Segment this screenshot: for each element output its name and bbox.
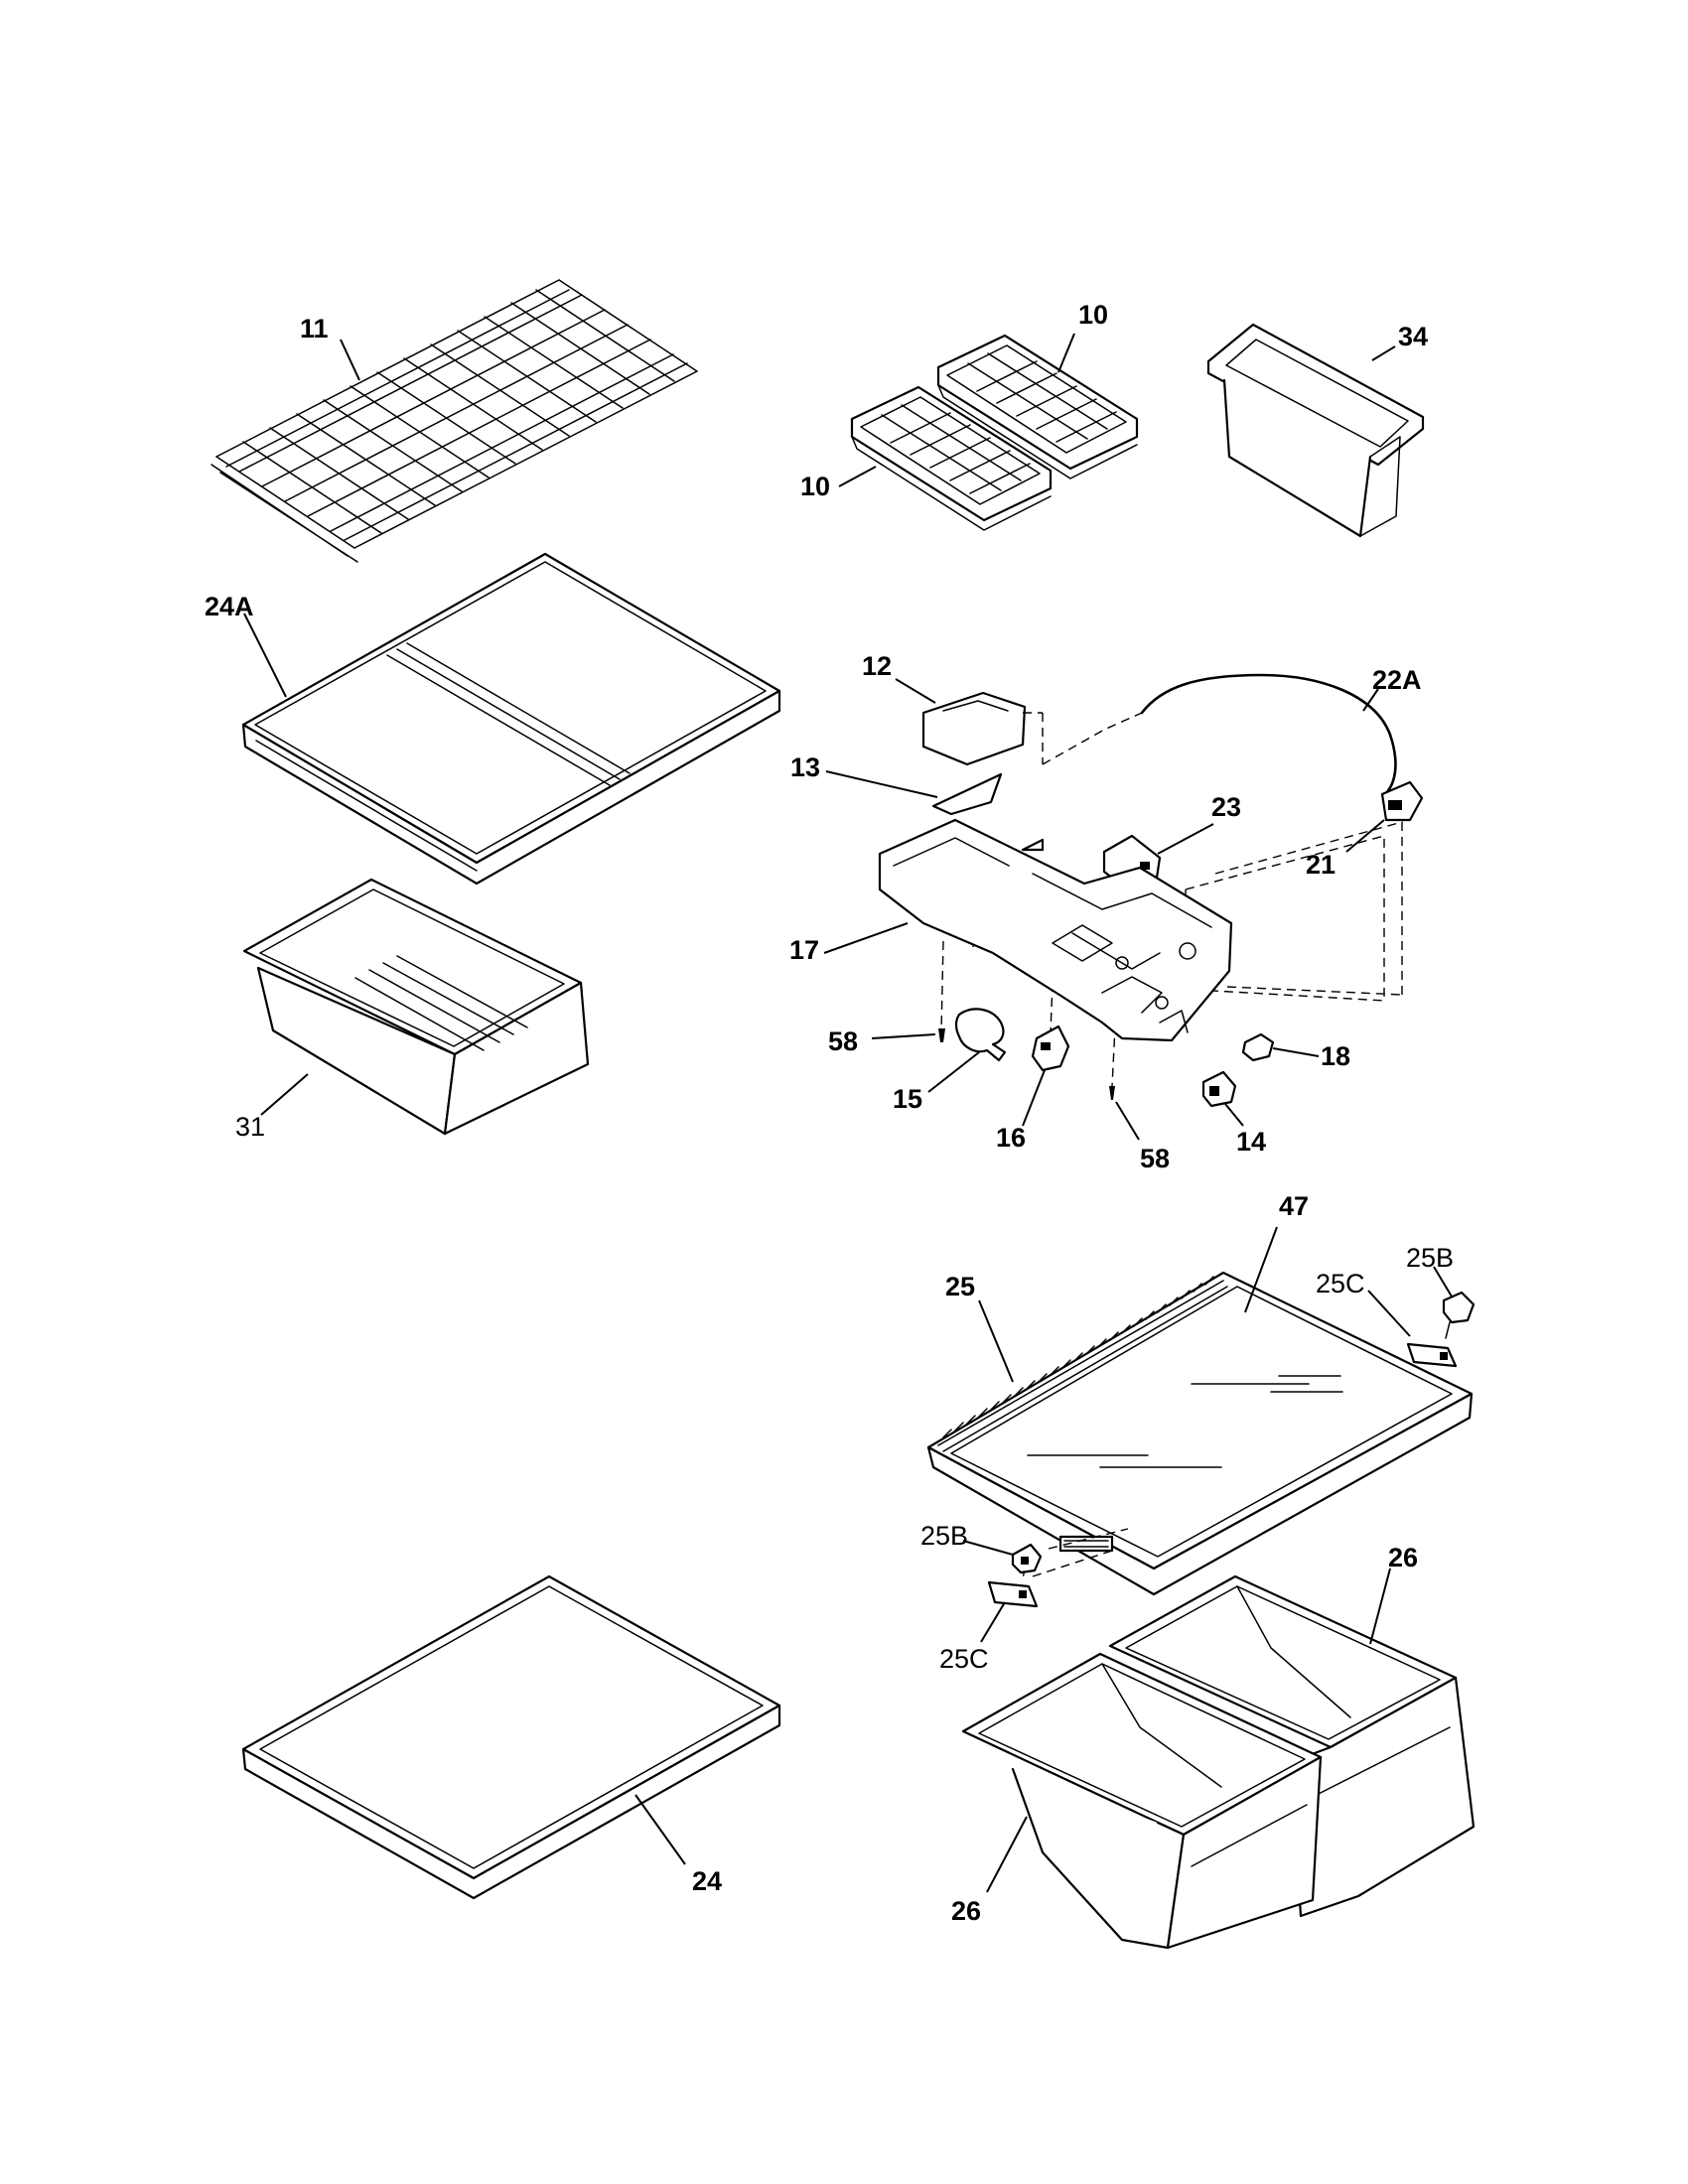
switch-part-14 bbox=[1201, 1070, 1237, 1108]
leader-16 bbox=[1022, 1069, 1046, 1127]
clip-part-25B-mid bbox=[1011, 1543, 1043, 1574]
callout-25: 25 bbox=[945, 1272, 975, 1301]
leader-26-top bbox=[1369, 1568, 1391, 1645]
lens-part-13 bbox=[931, 772, 1003, 816]
leader-31 bbox=[260, 1073, 309, 1116]
leader-18 bbox=[1272, 1047, 1320, 1057]
leader-34 bbox=[1371, 345, 1396, 361]
ice-tray-part-10-lower bbox=[850, 385, 1053, 531]
knob-part-18 bbox=[1241, 1032, 1275, 1062]
leader-10-lower bbox=[838, 466, 877, 487]
light-bulb-part-15 bbox=[954, 1008, 1007, 1062]
leader-25B-top bbox=[1433, 1266, 1453, 1297]
leader-25C-top bbox=[1367, 1290, 1411, 1337]
callout-58-right: 58 bbox=[1140, 1144, 1170, 1173]
crisper-drawer-part-26-rear bbox=[1108, 1574, 1476, 1918]
callout-11: 11 bbox=[300, 314, 329, 343]
leader-23 bbox=[1157, 823, 1214, 855]
callout-31: 31 bbox=[235, 1112, 265, 1142]
crisper-drawer-part-26-front bbox=[961, 1652, 1323, 1950]
callout-10-lower: 10 bbox=[800, 472, 830, 501]
callout-10-upper: 10 bbox=[1078, 300, 1108, 330]
callout-25C-mid: 25C bbox=[939, 1644, 989, 1674]
leader-25B-mid bbox=[962, 1540, 1014, 1556]
leader-21 bbox=[1345, 819, 1385, 853]
callout-14: 14 bbox=[1236, 1127, 1266, 1157]
screw-part-58-right bbox=[1109, 1086, 1115, 1100]
leader-17 bbox=[823, 922, 909, 954]
leader-24A bbox=[243, 613, 287, 698]
glass-shelf-part-24 bbox=[241, 1574, 781, 1900]
callout-17: 17 bbox=[789, 935, 819, 965]
callout-47: 47 bbox=[1279, 1191, 1309, 1221]
callout-18: 18 bbox=[1321, 1041, 1350, 1071]
slide-part-25C-mid bbox=[987, 1580, 1039, 1608]
callout-15: 15 bbox=[893, 1084, 922, 1114]
connector-part-21 bbox=[1380, 780, 1424, 822]
control-housing-part-17 bbox=[878, 818, 1233, 1042]
leader-12 bbox=[895, 678, 936, 704]
callout-24: 24 bbox=[692, 1866, 722, 1896]
leader-26-bot bbox=[986, 1816, 1028, 1893]
wire-dashes bbox=[1023, 712, 1143, 765]
callout-25B-mid: 25B bbox=[920, 1521, 968, 1551]
leader-58-right bbox=[1115, 1101, 1140, 1141]
crisper-drawer-part-31 bbox=[242, 878, 590, 1136]
callout-25B-top: 25B bbox=[1406, 1243, 1454, 1273]
callout-21: 21 bbox=[1306, 850, 1336, 880]
leader-15 bbox=[927, 1051, 980, 1093]
leader-58-left bbox=[871, 1033, 936, 1039]
screw-part-58-left bbox=[938, 1028, 945, 1042]
clip-part-25B-top bbox=[1442, 1291, 1476, 1339]
callout-23: 23 bbox=[1211, 792, 1241, 822]
callout-25C-top: 25C bbox=[1316, 1269, 1365, 1298]
leader-22A bbox=[1362, 688, 1379, 712]
leader-11 bbox=[340, 339, 360, 381]
ice-tray-part-10-upper bbox=[936, 334, 1139, 479]
crisper-cover-part-25 bbox=[926, 1271, 1474, 1596]
leader-14 bbox=[1224, 1103, 1244, 1127]
callout-26-bot: 26 bbox=[951, 1896, 981, 1926]
callout-26-top: 26 bbox=[1388, 1543, 1418, 1572]
light-socket-part-16 bbox=[1031, 1024, 1070, 1072]
callout-16: 16 bbox=[996, 1123, 1026, 1153]
callout-13: 13 bbox=[790, 752, 820, 782]
callout-24A: 24A bbox=[205, 592, 254, 621]
glass-shelf-part-24A bbox=[241, 552, 781, 886]
leader-47 bbox=[1244, 1226, 1278, 1313]
light-shield-part-12 bbox=[921, 691, 1027, 766]
wire-shelf-part-11 bbox=[211, 279, 698, 563]
leader-10-upper bbox=[1057, 333, 1075, 373]
wire-harness-part-22A bbox=[1140, 673, 1397, 796]
leader-13 bbox=[825, 770, 938, 798]
callout-34: 34 bbox=[1398, 322, 1428, 351]
callout-12: 12 bbox=[862, 651, 892, 681]
slide-part-25C-top bbox=[1406, 1342, 1458, 1368]
small-bin-part-34 bbox=[1206, 323, 1425, 538]
callout-58-left: 58 bbox=[828, 1026, 858, 1056]
callout-22A: 22A bbox=[1372, 665, 1422, 695]
leader-25C-mid bbox=[980, 1601, 1006, 1643]
leader-25 bbox=[978, 1299, 1014, 1383]
leader-24 bbox=[634, 1794, 686, 1865]
